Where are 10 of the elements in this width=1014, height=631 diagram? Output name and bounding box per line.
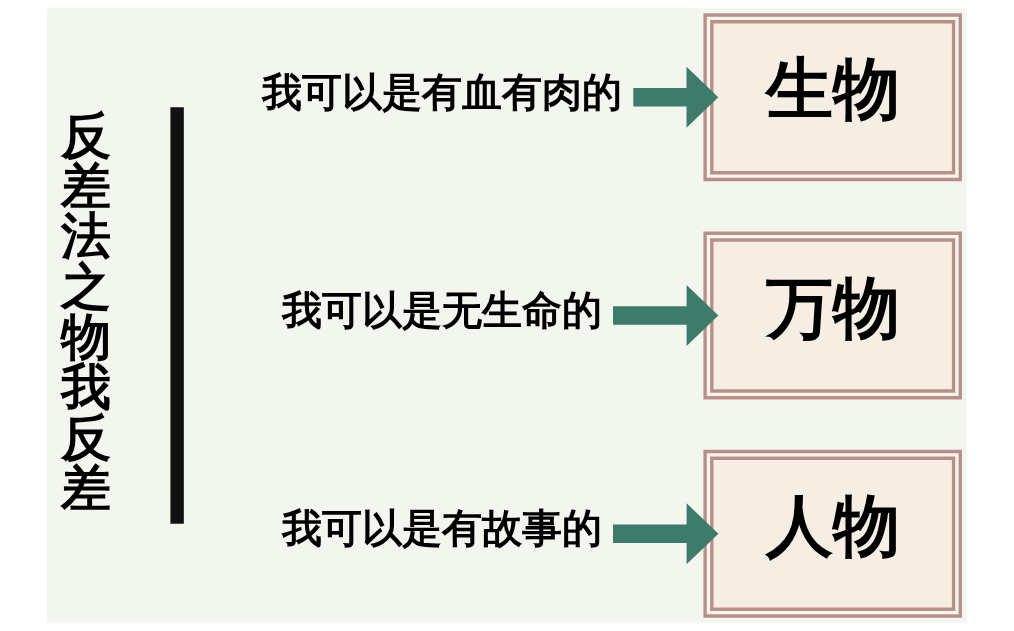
arrow — [613, 284, 719, 347]
node-text: 我可以是无生命的 — [282, 287, 603, 335]
node-box: 万物 — [703, 231, 962, 400]
node-box: 人物 — [703, 449, 962, 618]
node-text: 我可以是有故事的 — [282, 505, 603, 553]
arrow — [613, 503, 719, 565]
node-text: 我可以是有血有肉的 — [261, 68, 622, 116]
arrow — [633, 66, 719, 128]
label: 反差法之物我反差 — [61, 105, 112, 518]
node-box: 生物 — [703, 13, 962, 182]
